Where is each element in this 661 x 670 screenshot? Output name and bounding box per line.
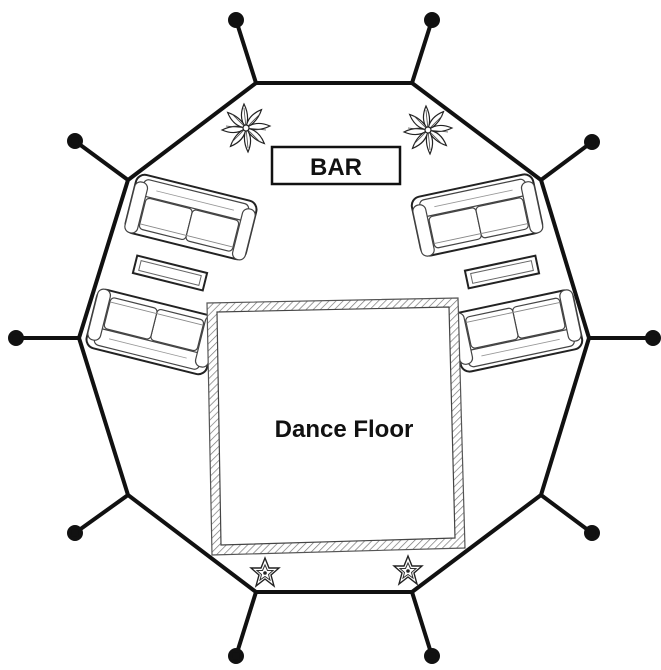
tent-stake-icon [228,590,258,664]
dance-floor: Dance Floor [206,297,466,556]
tent-stake-icon [67,493,130,541]
tent-stake-icon [228,12,258,85]
tent-stakes [8,12,661,664]
tent-stake-icon [539,493,600,541]
bar-label: BAR [310,154,362,181]
tent-stake-icon [539,134,600,182]
bar-counter: BAR [270,145,402,186]
tent-stake-icon [8,330,81,346]
tent-stake-icon [587,330,661,346]
tent-stake-icon [410,12,440,85]
tent-stake-icon [67,133,130,182]
dance-floor-label: Dance Floor [275,416,414,443]
tent-stake-icon [410,590,440,664]
